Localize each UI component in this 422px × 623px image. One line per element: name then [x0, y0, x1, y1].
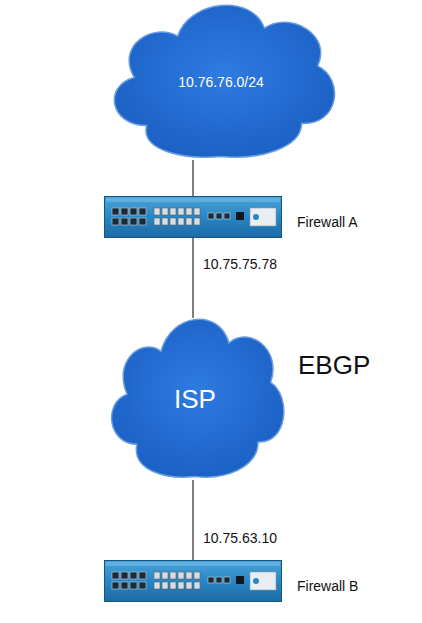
interface-ip: 10.75.63.10: [201, 530, 279, 546]
device-name: Firewall B: [297, 578, 358, 594]
interface-ip: 10.75.75.78: [201, 256, 279, 272]
link-line: [192, 480, 193, 560]
network-cloud: 10.76.76.0/24: [97, 4, 345, 160]
firewall-device: Firewall A: [104, 196, 282, 238]
protocol-label: EBGP: [298, 350, 370, 381]
firewall-chassis: [104, 560, 282, 602]
isp-cloud: ISP: [98, 318, 292, 480]
firewall-chassis: [104, 196, 282, 238]
cloud-label: ISP: [98, 384, 292, 415]
firewall-device: Firewall B: [104, 560, 282, 602]
cloud-label: 10.76.76.0/24: [97, 74, 345, 90]
link-line: [192, 238, 193, 318]
link-line: [192, 160, 193, 196]
device-name: Firewall A: [297, 214, 358, 230]
